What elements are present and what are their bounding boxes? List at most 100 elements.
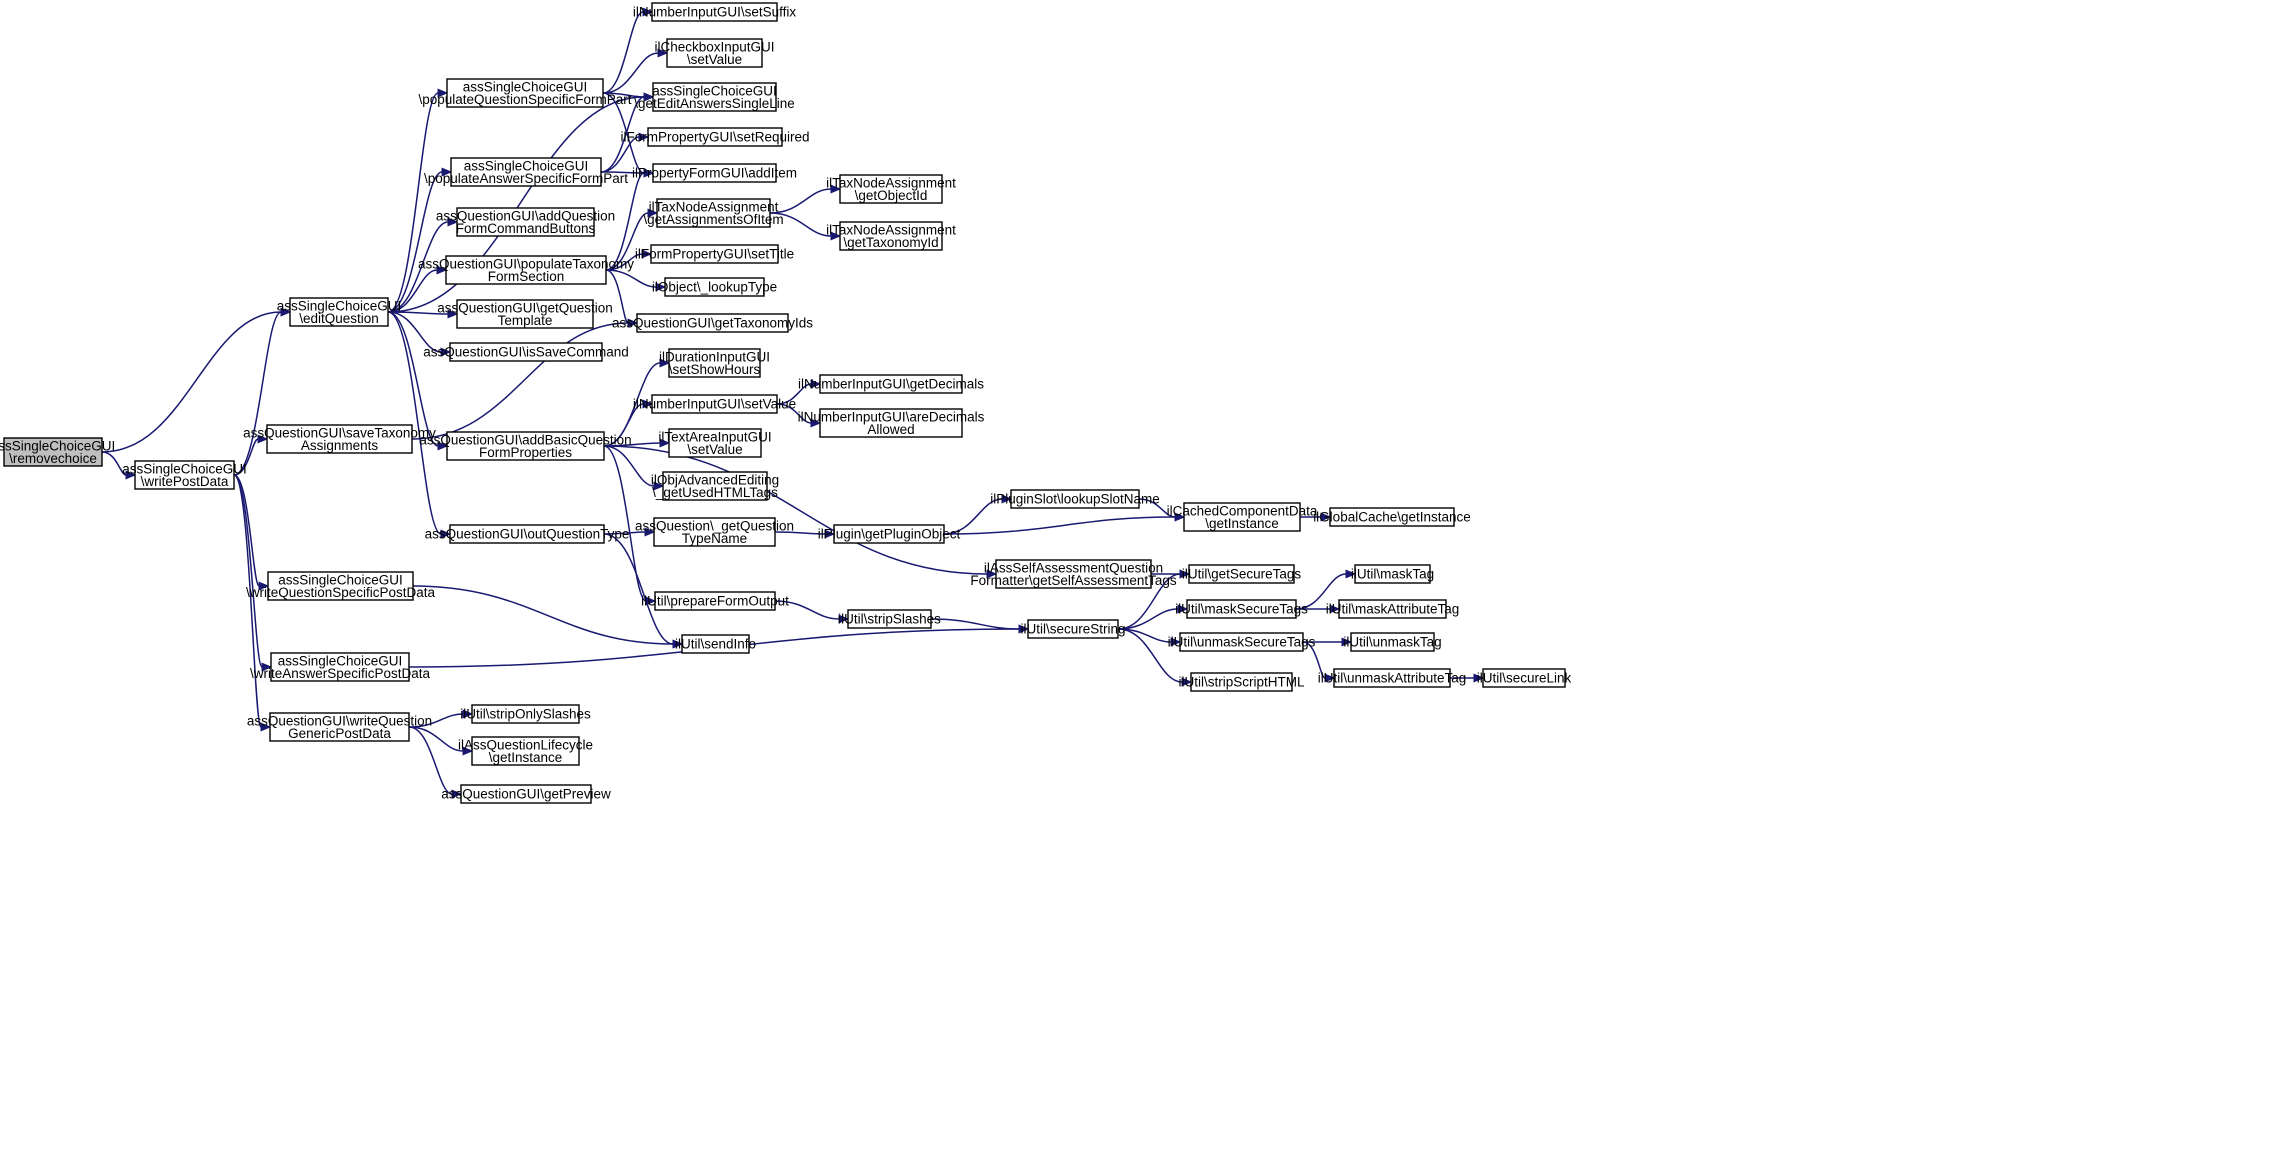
node-box [681,634,750,654]
node-writePostData[interactable]: assSingleChoiceGUI\writePostData [122,460,247,490]
node-maskAttributeTag[interactable]: ilUtil\maskAttributeTag [1326,599,1460,619]
node-label-line: ilAssSelfAssessmentQuestion [984,560,1163,575]
edge-arrowhead-populateQuestionSpecificFormPart-to-setSuffix [642,7,654,17]
node-label-line: assSingleChoiceGUI [0,438,115,453]
node-box [445,255,607,285]
node-setTitle[interactable]: ilFormPropertyGUI\setTitle [635,244,794,264]
node-unmaskAttributeTag[interactable]: ilUtil\unmaskAttributeTag [1318,668,1467,688]
node-label-line: Formatter\getSelfAssessmentTags [970,573,1177,588]
edge-arrowhead-secureString-to-getSecureTags [1179,569,1191,579]
node-getDecimals[interactable]: ilNumberInputGUI\getDecimals [798,374,984,394]
edge-populateTaxonomyFormSection-to-getAssignmentsOfItem [605,212,649,271]
node-writeQuestionGenericPostData[interactable]: assQuestionGUI\writeQuestionGenericPostD… [247,712,432,742]
node-getUsedHTMLTags[interactable]: ilObjAdvancedEditing\_getUsedHTMLTags [651,471,779,501]
node-getPluginObject[interactable]: ilPlugin\getPluginObject [818,524,961,544]
node-isSaveCommand[interactable]: assQuestionGUI\isSaveCommand [423,342,629,362]
node-label-line: ilFormPropertyGUI\setRequired [620,130,809,145]
node-box [269,712,410,742]
node-box [449,524,605,544]
node-prepareFormOutput[interactable]: ilUtil\prepareFormOutput [641,591,789,611]
node-getTaxonomyId[interactable]: ilTaxNodeAssignment\getTaxonomyId [826,221,956,251]
edge-arrowhead-editQuestion-to-getQuestionTemplate [447,309,459,319]
node-secureString[interactable]: ilUtil\secureString [1020,619,1126,639]
node-box [460,784,592,804]
node-box [1482,668,1566,688]
node-removechoice[interactable]: assSingleChoiceGUI\removechoice [0,437,115,467]
node-label-line: ilNumberInputGUI\getDecimals [798,377,984,392]
edge-numberSetValue-to-getDecimals [776,383,812,405]
node-label-line: ilDurationInputGUI [659,349,770,364]
edge-arrowhead-editQuestion-to-addQuestionFormCommandButtons [447,217,459,227]
node-label-line: \removechoice [9,451,97,466]
node-writeAnswerSpecificPostData[interactable]: assSingleChoiceGUI\writeAnswerSpecificPo… [250,652,431,682]
node-box [650,244,779,264]
node-lookupType[interactable]: ilObject\_lookupType [652,277,777,297]
node-getPreview[interactable]: assQuestionGUI\getPreview [441,784,611,804]
node-label-line: ilUtil\unmaskAttributeTag [1318,671,1467,686]
node-checkboxSetValue[interactable]: ilCheckboxInputGUI\setValue [654,38,775,68]
node-box [289,297,389,327]
node-secureLink[interactable]: ilUtil\secureLink [1477,668,1572,688]
node-writeQuestionSpecificPostData[interactable]: assSingleChoiceGUI\writeQuestionSpecific… [246,571,436,601]
node-box [647,127,783,147]
node-label-line: \populateQuestionSpecificFormPart [418,92,631,107]
edge-removechoice-to-editQuestion [101,311,282,453]
node-getSecureTags[interactable]: ilUtil\getSecureTags [1182,564,1302,584]
node-addBasicQuestionFormProperties[interactable]: assQuestionGUI\addBasicQuestionFormPrope… [419,431,632,461]
node-populateTaxonomyFormSection[interactable]: assQuestionGUI\populateTaxonomyFormSecti… [418,255,634,285]
node-box [1027,619,1119,639]
node-setSuffix[interactable]: ilNumberInputGUI\setSuffix [633,2,797,22]
node-stripScriptHTML[interactable]: ilUtil\stripScriptHTML [1178,672,1305,692]
node-editQuestion[interactable]: assSingleChoiceGUI\editQuestion [277,297,402,327]
node-box [1333,668,1451,688]
edge-arrowhead-removechoice-to-writePostData [125,470,137,480]
node-addItem[interactable]: ilPropertyFormGUI\addItem [632,163,797,183]
edge-arrowhead-writePostData-to-saveTaxonomyAssignments [257,434,269,444]
node-maskTag[interactable]: ilUtil\maskTag [1351,564,1434,584]
node-stripOnlySlashes[interactable]: ilUtil\stripOnlySlashes [460,704,591,724]
node-getObjectId[interactable]: ilTaxNodeAssignment\getObjectId [826,174,956,204]
node-getSelfAssessmentTags[interactable]: ilAssSelfAssessmentQuestionFormatter\get… [970,559,1177,589]
node-addQuestionFormCommandButtons[interactable]: assQuestionGUI\addQuestionFormCommandBut… [436,207,615,237]
node-lifecycleGetInstance[interactable]: ilAssQuestionLifecycle\getInstance [458,736,593,766]
node-box [267,571,414,601]
node-unmaskSecureTags[interactable]: ilUtil\unmaskSecureTags [1168,632,1316,652]
node-sendInfo[interactable]: ilUtil\sendInfo [675,634,756,654]
node-label-line: \getAssignmentsOfItem [643,212,783,227]
node-unmaskTag[interactable]: ilUtil\unmaskTag [1343,632,1442,652]
node-label-line: ilUtil\secureLink [1477,671,1572,686]
node-box [1186,599,1297,619]
node-globalCacheGetInstance[interactable]: ilGlobalCache\getInstance [1313,507,1471,527]
node-label-line: assSingleChoiceGUI [278,653,403,668]
edge-arrowhead-writeQuestionGenericPostData-to-stripOnlySlashes [462,709,474,719]
node-getEditAnswersSingleLine[interactable]: assSingleChoiceGUI\getEditAnswersSingleL… [634,82,795,112]
node-cachedGetInstance[interactable]: ilCachedComponentData\getInstance [1167,502,1318,532]
node-box [839,174,943,204]
node-populateQuestionSpecificFormPart[interactable]: assSingleChoiceGUI\populateQuestionSpeci… [418,78,632,108]
edge-arrowhead-stripSlashes-to-secureString [1018,624,1030,634]
node-textAreaSetValue[interactable]: ilTextAreaInputGUI\setValue [658,428,772,458]
node-numberSetValue[interactable]: ilNumberInputGUI\setValue [633,394,796,414]
node-box [1010,489,1140,509]
node-stripSlashes[interactable]: ilUtil\stripSlashes [838,609,941,629]
node-label-line: \getObjectId [855,188,928,203]
node-label-line: \writeAnswerSpecificPostData [250,666,431,681]
edge-arrowhead-writeQuestionGenericPostData-to-lifecycleGetInstance [462,746,474,756]
node-setShowHours[interactable]: ilDurationInputGUI\setShowHours [659,348,770,378]
node-getTaxonomyIds[interactable]: assQuestionGUI\getTaxonomyIds [612,313,813,333]
node-populateAnswerSpecificFormPart[interactable]: assSingleChoiceGUI\populateAnswerSpecifi… [424,157,628,187]
edge-unmaskSecureTags-to-unmaskAttributeTag [1302,641,1326,679]
node-setRequired[interactable]: ilFormPropertyGUI\setRequired [620,127,810,147]
node-maskSecureTags[interactable]: ilUtil\maskSecureTags [1175,599,1308,619]
node-label-line: ilCheckboxInputGUI [654,39,774,54]
node-label-line: ilCachedComponentData [1167,503,1318,518]
node-lookupSlotName[interactable]: ilPluginSlot\lookupSlotName [990,489,1160,509]
edge-arrowhead-populateAnswerSpecificFormPart-to-getEditAnswersSingleLine [643,92,655,102]
node-outQuestionType[interactable]: assQuestionGUI\outQuestionType [425,524,630,544]
node-getAssignmentsOfItem[interactable]: ilTaxNodeAssignment\getAssignmentsOfItem [643,198,784,228]
node-box [651,2,778,22]
